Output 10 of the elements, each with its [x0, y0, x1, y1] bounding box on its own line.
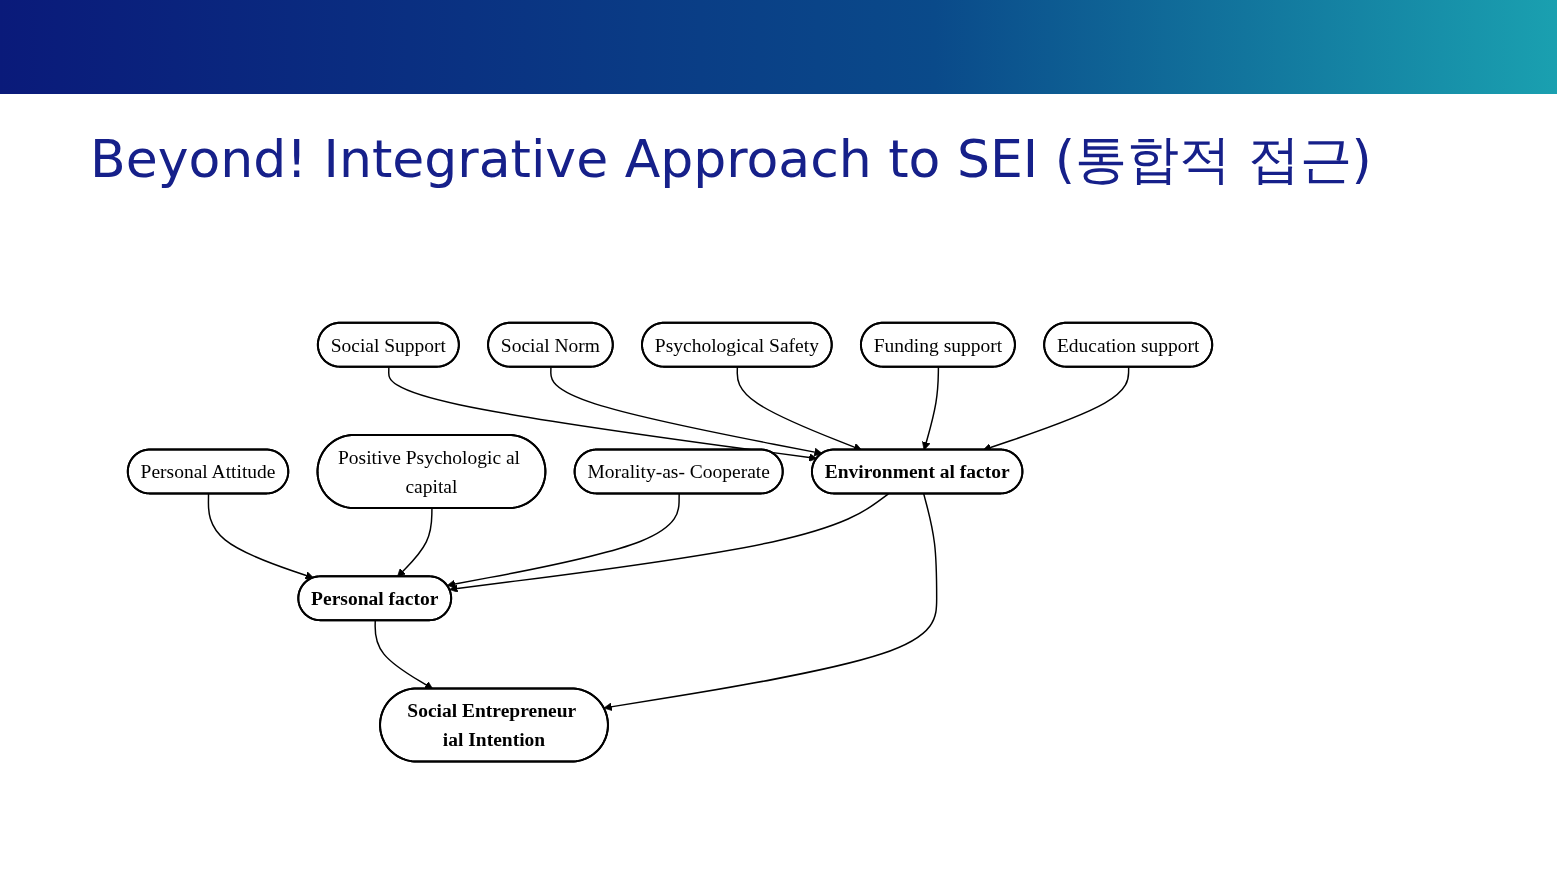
- arrow: [449, 493, 890, 594]
- arrow: [397, 508, 433, 578]
- arrow: [207, 493, 314, 580]
- slide-title: Beyond! Integrative Approach to SEI (통합적 접근): [90, 128, 1372, 191]
- arrow: [603, 493, 938, 712]
- arrow: [446, 493, 680, 589]
- arrow: [388, 366, 818, 463]
- arrow: [550, 366, 823, 457]
- arrow: [374, 620, 434, 690]
- arrow: [922, 366, 940, 451]
